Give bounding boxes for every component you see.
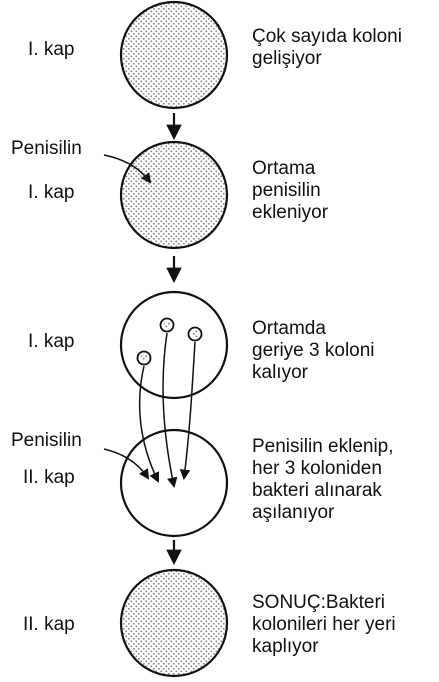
colony-1: [136, 350, 152, 366]
desc-line: aşılanıyor: [252, 502, 335, 523]
desc-line: Ortamda: [252, 318, 326, 339]
transfer-arrow-2: [162, 332, 178, 489]
desc-line: Çok sayıda koloni: [252, 26, 402, 47]
stage-4-description: Penisilin eklenip, her 3 koloniden bakte…: [252, 436, 439, 524]
petri-dish-5: [119, 568, 229, 678]
desc-line: Penisilin eklenip,: [252, 436, 394, 457]
desc-line: kaplıyor: [252, 636, 319, 657]
stage-3-description: Ortamda geriye 3 koloni kalıyor: [252, 318, 439, 384]
colony-3: [187, 326, 203, 342]
stage-5-description: SONUÇ:Bakteri kolonileri her yeri kaplıy…: [252, 592, 439, 658]
petri-dish-3: [119, 290, 229, 400]
petri-dish-1: [119, 0, 229, 110]
penicillin-pointer-2: [103, 448, 150, 480]
transfer-arrow-1: [138, 365, 160, 483]
kap-label-5: II. kap: [23, 614, 75, 635]
desc-line: bakteri alınarak: [252, 480, 382, 501]
desc-line: SONUÇ:Bakteri: [252, 592, 386, 613]
colony-2: [159, 317, 175, 333]
stage-2-description: Ortama penisilin ekleniyor: [252, 158, 439, 224]
petri-dish-2: [119, 140, 229, 250]
desc-line: kalıyor: [252, 362, 308, 383]
desc-line: geriye 3 koloni: [252, 340, 375, 361]
kap-label-4: II. kap: [23, 467, 75, 488]
desc-line: ekleniyor: [252, 202, 329, 223]
stage-1-description: Çok sayıda koloni gelişiyor: [252, 26, 439, 70]
desc-line: her 3 koloniden: [252, 458, 382, 479]
transfer-arrow-3: [179, 341, 196, 481]
desc-line: penisilin: [252, 180, 321, 201]
penicillin-label-1: Penisilin: [11, 138, 82, 159]
penicillin-pointer-1: [103, 154, 152, 184]
penicillin-label-2: Penisilin: [11, 430, 82, 451]
kap-label-2: I. kap: [28, 182, 75, 203]
kap-label-3: I. kap: [28, 331, 75, 352]
desc-line: Ortama: [252, 158, 316, 179]
desc-line: gelişiyor: [252, 48, 322, 69]
desc-line: kolonileri her yeri: [252, 614, 396, 635]
kap-label-1: I. kap: [28, 39, 75, 60]
